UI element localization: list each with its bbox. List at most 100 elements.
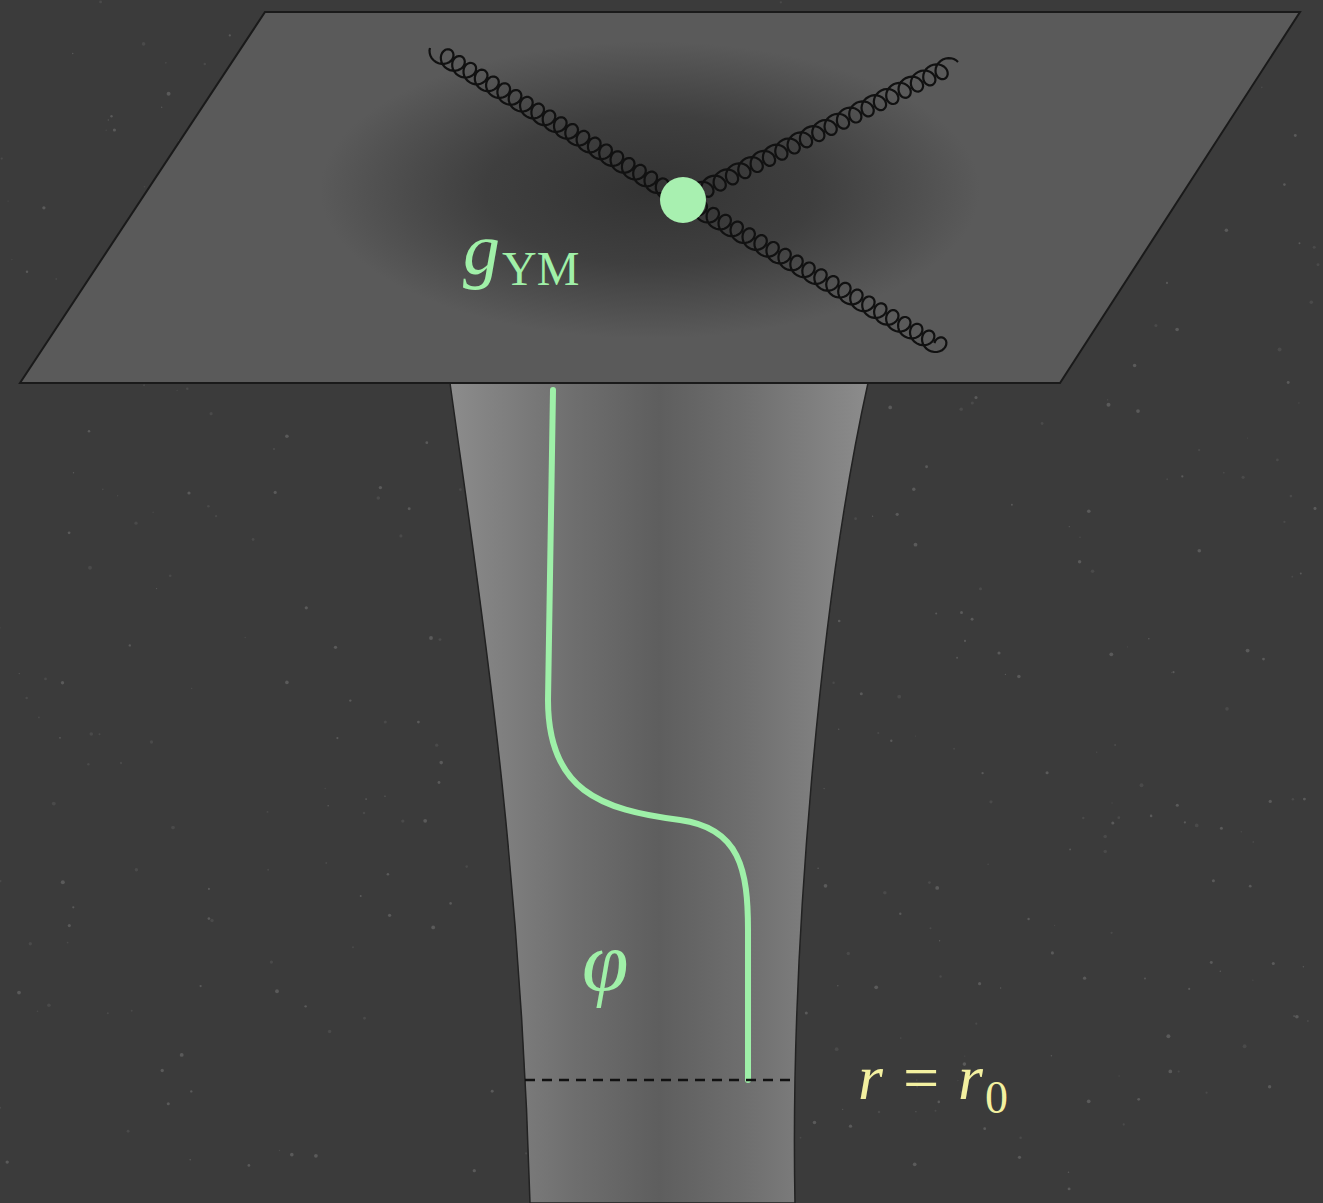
- speckle-dot: [67, 942, 69, 944]
- speckle-dot: [210, 412, 213, 415]
- speckle-dot: [960, 611, 963, 614]
- speckle-dot: [1246, 649, 1250, 653]
- speckle-dot: [1225, 229, 1229, 233]
- speckle-dot: [1111, 821, 1114, 824]
- speckle-dot: [1154, 324, 1157, 327]
- speckle-dot: [129, 644, 131, 646]
- speckle-dot: [325, 862, 327, 864]
- speckle-dot: [349, 699, 351, 701]
- speckle-dot: [1127, 646, 1128, 647]
- speckle-dot: [5, 1160, 8, 1163]
- speckle-dot: [189, 1159, 190, 1160]
- speckle-dot: [208, 917, 211, 920]
- speckle-dot: [1078, 560, 1081, 563]
- speckle-dot: [1278, 348, 1282, 352]
- speckle-dot: [971, 401, 974, 404]
- speckle-dot: [935, 886, 939, 890]
- speckle-dot: [1247, 438, 1248, 439]
- speckle-dot: [1087, 509, 1091, 513]
- speckle-dot: [1005, 674, 1006, 675]
- speckle-dot: [186, 387, 189, 390]
- speckle-dot: [1240, 831, 1242, 833]
- speckle-dot: [425, 441, 428, 444]
- speckle-dot: [105, 129, 106, 130]
- speckle-dot: [1249, 885, 1252, 888]
- speckle-dot: [1303, 966, 1305, 968]
- vertex-dot: [660, 177, 706, 223]
- speckle-dot: [7, 200, 8, 201]
- speckle-dot: [1166, 282, 1168, 284]
- speckle-dot: [199, 985, 201, 987]
- gluon-lines: [430, 48, 959, 352]
- speckle-dot: [285, 681, 289, 685]
- speckle-dot: [127, 1130, 130, 1133]
- speckle-dot: [1019, 1137, 1022, 1140]
- speckle-dot: [113, 128, 116, 131]
- field-symbol: φ: [582, 920, 628, 1004]
- speckle-dot: [0, 627, 1, 628]
- speckle-dot: [897, 695, 901, 699]
- gluon-line: [430, 48, 680, 200]
- speckle-dot: [1117, 816, 1120, 819]
- speckle-dot: [817, 867, 819, 869]
- speckle-dot: [68, 924, 71, 927]
- speckle-dot: [102, 489, 104, 491]
- speckle-dot: [336, 737, 338, 739]
- speckle-dot: [1166, 1034, 1170, 1038]
- speckle-dot: [912, 488, 915, 491]
- speckle-dot: [1293, 1015, 1295, 1017]
- speckle-dot: [959, 407, 963, 411]
- speckle-dot: [327, 805, 329, 807]
- speckle-dot: [25, 697, 28, 700]
- speckle-dot: [439, 761, 443, 765]
- speckle-dot: [1096, 751, 1097, 752]
- speckle-dot: [363, 1017, 366, 1020]
- speckle-dot: [1091, 570, 1095, 574]
- speckle-dot: [900, 1037, 902, 1039]
- speckle-dot: [1269, 800, 1272, 803]
- speckle-dot: [1, 157, 3, 159]
- speckle-dot: [99, 0, 102, 3]
- speckle-dot: [837, 985, 838, 986]
- speckle-dot: [171, 826, 175, 830]
- speckle-dot: [1133, 364, 1137, 368]
- speckle-dot: [107, 1012, 109, 1014]
- speckle-dot: [1178, 1070, 1180, 1072]
- coupling-subscript: YM: [502, 245, 579, 293]
- speckle-dot: [1268, 1085, 1271, 1088]
- speckle-dot: [997, 651, 1000, 654]
- speckle-dot: [1195, 824, 1199, 828]
- speckle-dot: [1220, 827, 1223, 830]
- speckle-dot: [88, 566, 92, 570]
- speckle-dot: [824, 884, 828, 888]
- speckle-dot: [800, 1137, 802, 1139]
- speckle-dot: [1041, 422, 1044, 425]
- speckle-dot: [1107, 403, 1111, 407]
- speckle-dot: [1176, 804, 1179, 807]
- speckle-dot: [429, 636, 433, 640]
- speckle-dot: [1212, 879, 1215, 882]
- speckle-dot: [167, 1102, 170, 1105]
- speckle-dot: [1068, 1187, 1071, 1190]
- speckle-dot: [363, 812, 366, 815]
- speckle-dot: [352, 946, 354, 948]
- speckle-dot: [324, 788, 325, 789]
- speckle-dot: [956, 657, 958, 659]
- speckle-dot: [1262, 658, 1265, 661]
- speckle-dot: [0, 1107, 1, 1109]
- speckle-dot: [813, 1121, 817, 1125]
- speckle-dot: [1220, 971, 1222, 973]
- speckle-dot: [1287, 381, 1290, 384]
- speckle-dot: [1300, 572, 1302, 574]
- speckle-dot: [1171, 672, 1173, 674]
- speckle-dot: [117, 495, 118, 496]
- speckle-dot: [888, 406, 892, 410]
- radius-subscript: 0: [985, 1075, 1008, 1121]
- speckle-dot: [275, 989, 279, 993]
- speckle-dot: [156, 588, 157, 589]
- speckle-dot: [842, 1109, 843, 1110]
- speckle-dot: [134, 522, 137, 525]
- speckle-dot: [88, 430, 91, 433]
- speckle-dot: [1017, 675, 1020, 678]
- speckle-dot: [1313, 507, 1316, 510]
